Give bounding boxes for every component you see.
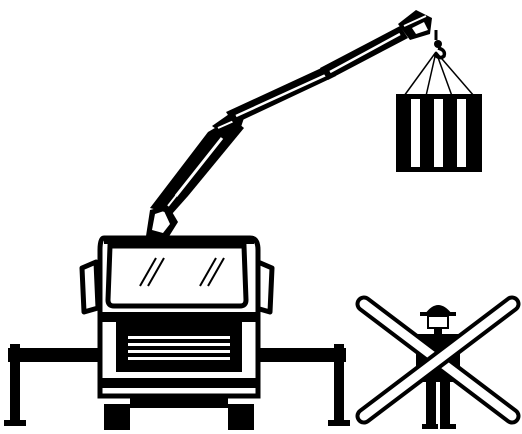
crane-boom-icon xyxy=(146,10,432,238)
suspended-load-icon xyxy=(396,94,482,172)
crane-hook-icon xyxy=(404,30,474,96)
crane-truck-icon xyxy=(82,236,272,430)
